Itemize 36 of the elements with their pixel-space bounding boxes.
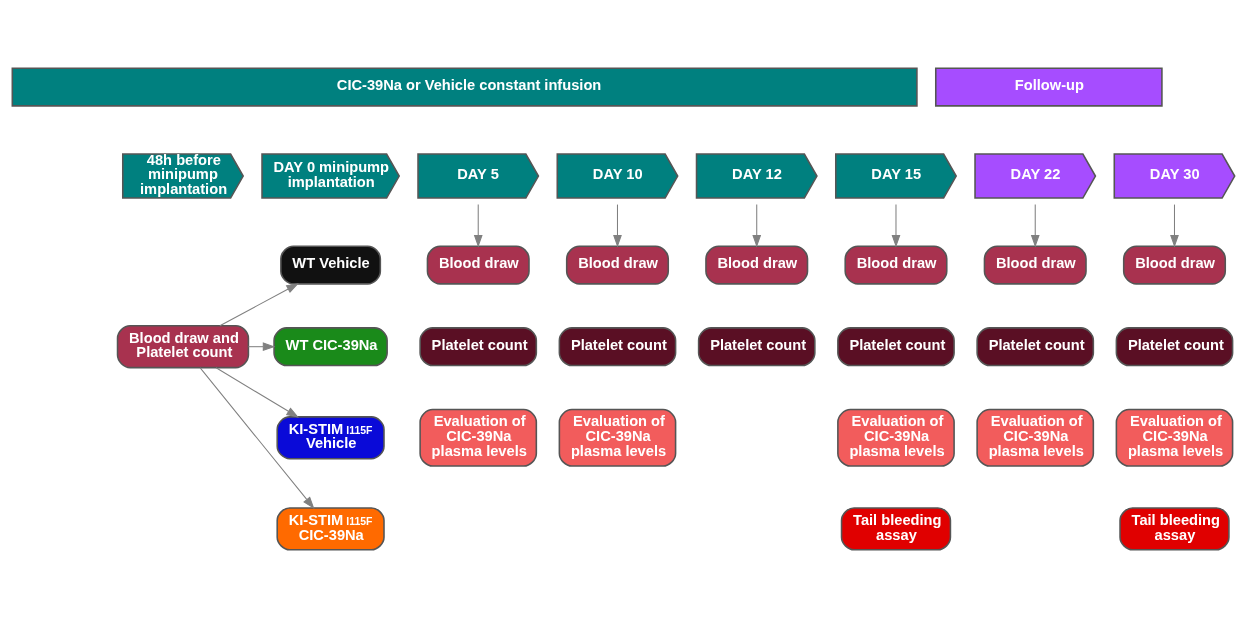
arrow xyxy=(215,366,299,418)
node-box: Blood draw xyxy=(426,244,530,285)
node-box: Platelet count xyxy=(1115,326,1234,366)
arrow xyxy=(473,203,483,248)
node-box: Blood draw xyxy=(983,244,1087,285)
node-box: Blood draw xyxy=(705,244,809,285)
node-box: Blood draw xyxy=(844,244,948,285)
node-box: Blood draw xyxy=(1122,244,1227,285)
node-box: KI-STIM I115F CIC-39Na xyxy=(276,506,385,551)
node-box: WT CIC-39Na xyxy=(273,326,388,366)
node-box: Evaluation of CIC-39Na plasma levels xyxy=(976,408,1095,467)
node-box: Platelet count xyxy=(697,326,816,366)
arrow xyxy=(613,203,622,248)
node-box: Follow-up xyxy=(935,66,1163,107)
node-box: KI-STIM I115F Vehicle xyxy=(276,415,385,459)
node-box: Platelet count xyxy=(419,326,538,366)
node-box: CIC-39Na or Vehicle constant infusion xyxy=(11,66,918,107)
node-box: Tail bleeding assay xyxy=(840,506,952,551)
node-box: Platelet count xyxy=(558,326,677,366)
node-box: Evaluation of CIC-39Na plasma levels xyxy=(837,408,955,467)
node-box: Evaluation of CIC-39Na plasma levels xyxy=(1115,408,1234,467)
arrow xyxy=(219,282,299,326)
node-box: WT Vehicle xyxy=(280,244,382,285)
arrow xyxy=(752,203,762,248)
arrow xyxy=(1030,203,1040,248)
arrow xyxy=(199,366,315,509)
node-box: Platelet count xyxy=(837,326,955,366)
node-box: Evaluation of CIC-39Na plasma levels xyxy=(558,408,677,467)
node-box: Tail bleeding assay xyxy=(1119,506,1230,551)
node-box: Evaluation of CIC-39Na plasma levels xyxy=(419,408,538,467)
arrow xyxy=(247,341,276,351)
node-box: Platelet count xyxy=(976,326,1095,366)
node-box: Blood draw and Platelet count xyxy=(116,324,250,368)
arrow xyxy=(891,203,901,248)
arrow xyxy=(1170,203,1179,248)
node-box: Blood draw xyxy=(565,244,670,285)
